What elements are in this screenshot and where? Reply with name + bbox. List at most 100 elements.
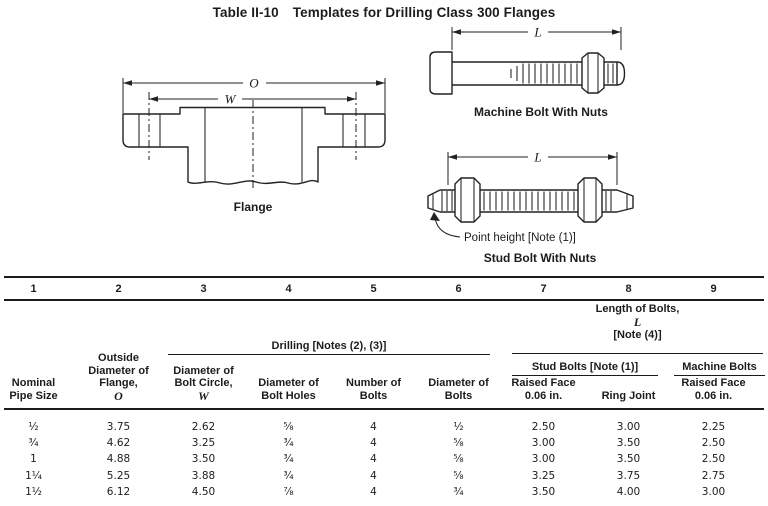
table-cell: 2.50 <box>531 421 556 433</box>
table-cell: 4 <box>370 453 377 466</box>
table-cell: ³⁄₄ <box>28 437 39 450</box>
stud-bolt-drawing: L Point height [Note (1)] <box>427 150 634 244</box>
point-height-leader-line <box>434 217 461 238</box>
table-cell: ³⁄₄ <box>283 469 294 482</box>
table-cell: 2.25 <box>701 421 726 433</box>
col-header-machine-raised-face: Raised Face 0.06 in. <box>681 377 746 403</box>
table-cell: 5.25 <box>106 469 131 482</box>
column-number-row: 1 2 3 4 5 6 7 8 9 <box>0 279 756 299</box>
flange-outline <box>122 106 386 185</box>
table-cell: ³⁄₄ <box>453 485 464 498</box>
arrowhead-icon <box>452 29 461 35</box>
table-cell: 3.75 <box>106 421 131 433</box>
col-header-outside-diameter: Outside Diameter of Flange,O <box>76 352 161 404</box>
flange-dim-w-label: W <box>225 92 237 107</box>
column-number: 6 <box>455 283 462 295</box>
column-number: 3 <box>200 283 207 295</box>
column-number: 8 <box>625 283 632 295</box>
machine-bolt-tip <box>604 61 617 86</box>
flange-caption: Flange <box>234 200 273 214</box>
column-number: 4 <box>285 283 292 295</box>
point-height-annotation: Point height [Note (1)] <box>464 232 576 244</box>
machine-bolt-head <box>429 51 453 95</box>
col-header-diameter-of-bolts: Diameter of Bolts <box>428 377 489 403</box>
arrowhead-icon <box>430 212 440 221</box>
table-cell: 4 <box>370 421 377 433</box>
table-cell: ³⁄₄ <box>283 437 294 450</box>
table-cell: ⁵⁄₈ <box>283 421 294 433</box>
symbol-w: W <box>198 389 209 404</box>
table-cell: 3.25 <box>191 437 216 450</box>
column-number: 7 <box>540 283 547 295</box>
table-cell: 3.25 <box>531 469 556 482</box>
table-body: ¹⁄₂ 3.75 2.62 ⁵⁄₈ 4 ¹⁄₂ 2.50 3.00 2.25 ³… <box>0 419 756 500</box>
table-cell: 3.00 <box>531 453 556 466</box>
arrowhead-icon <box>612 29 621 35</box>
arrowhead-icon <box>123 80 132 86</box>
machine-bolt-tip-dome <box>616 61 626 86</box>
stud-bolt-left-point <box>427 189 441 213</box>
machine-bolt-tip-threads <box>607 63 614 84</box>
table-cell: 3.50 <box>531 485 556 498</box>
col-header-number-of-bolts: Number of Bolts <box>346 377 401 403</box>
stud-bolt-right-point <box>616 189 634 213</box>
stud-bolt-left-threads <box>432 191 453 211</box>
group-header-drilling: Drilling [Notes (2), (3)] <box>271 340 387 352</box>
table-cell: ¹⁄₂ <box>28 421 39 433</box>
table-cell: 6.12 <box>106 485 131 498</box>
flange-bolt-hole-lines <box>138 114 366 147</box>
col-header-stud-raised-face: Raised Face 0.06 in. <box>511 377 576 403</box>
table-cell: 3.75 <box>616 469 641 482</box>
stud-bolt-left-nut-facets <box>460 178 475 222</box>
table-cell: 2.62 <box>191 421 216 433</box>
col-header-bolt-holes: Diameter of Bolt Holes <box>258 377 319 403</box>
table-cell: 4 <box>370 485 377 498</box>
arrowhead-icon <box>347 96 356 102</box>
table-cell: 2.50 <box>701 453 726 466</box>
machine-bolt-drawing: L <box>429 25 626 95</box>
stud-bolt-rod <box>440 189 617 213</box>
table-cell: 4 <box>370 469 377 482</box>
flange-drawing: O W Flange <box>122 76 386 214</box>
stud-bolt-right-nut <box>577 177 603 223</box>
drilling-group-rule <box>168 354 490 356</box>
stud-bolt-dim-l-label: L <box>533 150 541 165</box>
length-of-bolts-note: [Note (4)] <box>613 329 662 341</box>
arrowhead-icon <box>376 80 385 86</box>
table-cell: 3.88 <box>191 469 216 482</box>
stud-bolt-threads <box>483 191 575 211</box>
table-title-text: Templates for Drilling Class 300 Flanges <box>292 5 556 20</box>
machine-bolt-dim-l-label: L <box>533 25 541 40</box>
machine-bolt-nut <box>581 52 605 94</box>
group-header-machine-bolts: Machine Bolts <box>682 361 757 373</box>
table-cell: 1¹⁄₂ <box>25 485 42 498</box>
stud-bolt-left-nut <box>454 177 481 223</box>
table-cell: 3.50 <box>616 453 641 466</box>
table-cell: 4.88 <box>106 453 131 466</box>
table-cell: ¹⁄₂ <box>453 421 464 433</box>
table-cell: ⁵⁄₈ <box>453 437 464 450</box>
table-cell: 3.00 <box>616 421 641 433</box>
table-cell: 3.00 <box>701 485 726 498</box>
table-top-rule <box>4 276 764 278</box>
table-cell: ⁵⁄₈ <box>453 469 464 482</box>
machine-bolt-threads <box>510 63 578 84</box>
column-number: 5 <box>370 283 377 295</box>
header-bottom-rule <box>4 408 764 410</box>
machine-bolt-nut-facets <box>587 53 599 93</box>
table-cell: 4.00 <box>616 485 641 498</box>
length-group-rule <box>512 353 763 355</box>
length-of-bolts-symbol: L <box>633 314 642 329</box>
table-cell: 4.50 <box>191 485 216 498</box>
column-number: 9 <box>710 283 717 295</box>
arrowhead-icon <box>149 96 158 102</box>
machine-bolt-extension-lines <box>451 27 622 50</box>
group-header-stud-bolts: Stud Bolts [Note (1)] <box>531 361 639 373</box>
arrowhead-icon <box>448 154 457 160</box>
table-cell: 3.50 <box>616 437 641 450</box>
length-of-bolts-line1: Length of Bolts, <box>595 303 680 315</box>
column-number: 2 <box>115 283 122 295</box>
column-number: 1 <box>30 283 37 295</box>
table-cell: ³⁄₄ <box>283 453 294 466</box>
